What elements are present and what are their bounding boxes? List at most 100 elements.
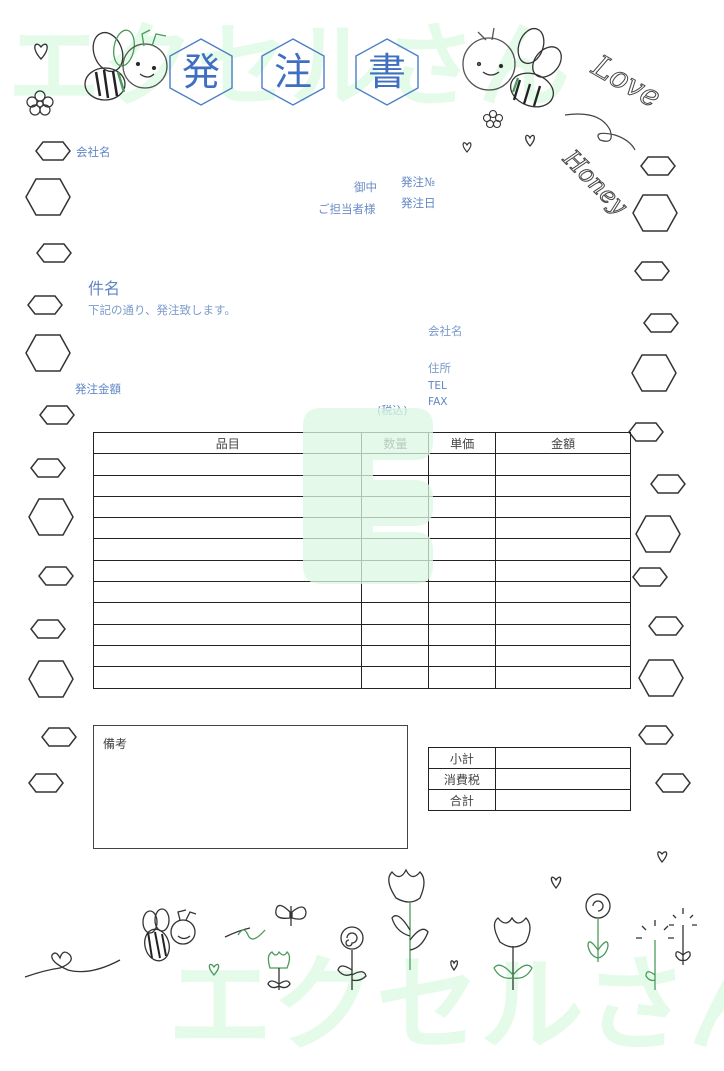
sender-fax-label[interactable]: FAX [428,396,448,408]
amount-cell[interactable] [495,474,631,497]
order-amount-label[interactable]: 発注金額 [75,382,121,396]
flower-icon [267,950,291,990]
amount-cell[interactable] [495,602,631,625]
tax-value[interactable] [494,768,632,790]
remarks-label: 備考 [103,737,128,751]
items-table: 品目 数量 単価 金額 [92,431,631,689]
contact-person-label[interactable]: ご担当者様 [318,202,376,216]
title-char: 注 [273,50,312,94]
dandelion-icon [636,908,697,990]
unit-price-cell[interactable] [428,517,497,540]
item-cell[interactable] [92,581,363,604]
subject-message: 下記の通り、発注致します。 [88,303,236,317]
amount-cell[interactable] [495,517,631,540]
recipient-company-label[interactable]: 会社名 [76,145,111,159]
quantity-cell[interactable] [361,644,430,668]
bee-icon [462,27,562,108]
unit-price-cell[interactable] [428,495,497,519]
unit-price-cell[interactable] [428,453,497,476]
title-char: 書 [367,50,406,94]
bee-icon [84,29,168,101]
flower-icon [585,893,611,962]
unit-price-cell[interactable] [428,538,497,561]
flower-icon [26,90,54,116]
table-row [92,623,631,646]
heart-icon [550,876,562,890]
quantity-cell[interactable] [361,666,430,689]
heart-icon [208,963,220,976]
heart-icon [657,851,668,864]
amount-cell[interactable] [495,538,631,561]
totals-row-subtotal: 小計 [428,747,632,769]
totals-table: 小計 消費税 合計 [428,747,632,811]
sender-tel-label[interactable]: TEL [428,380,447,392]
unit-price-cell[interactable] [428,474,497,497]
title-char-box: 発 [166,37,236,107]
total-label: 合計 [428,789,496,811]
table-row [92,559,631,583]
heart-icon [525,134,535,147]
table-row [92,666,631,689]
subtotal-label: 小計 [428,747,496,769]
butterfly-icon [275,904,307,926]
bee-icon [144,928,170,962]
title-char-box: 注 [258,37,328,107]
unit-price-cell[interactable] [428,602,497,625]
table-row [92,517,631,540]
honey-script-text: Honey [557,144,633,220]
amount-cell[interactable] [495,666,631,689]
flower-icon [482,109,504,129]
unit-price-cell[interactable] [428,623,497,646]
amount-cell[interactable] [495,644,631,668]
remarks-box[interactable]: 備考 [93,725,408,849]
heart-trail-icon [24,951,121,978]
quantity-cell[interactable] [361,623,430,646]
totals-row-total: 合計 [428,789,632,811]
table-row [92,602,631,625]
amount-cell[interactable] [495,453,631,476]
quantity-cell[interactable] [361,581,430,604]
flower-icon [493,916,533,990]
honorific-label: 御中 [354,180,377,194]
table-row [92,581,631,604]
item-cell[interactable] [92,623,363,646]
order-number-label[interactable]: 発注№ [401,175,435,189]
hexagon-icon [25,141,77,793]
sender-company-label[interactable]: 会社名 [428,324,463,338]
subtotal-value[interactable] [494,747,632,769]
decoration-layer: Love Honey [24,27,697,990]
amount-cell[interactable] [495,559,631,583]
subject-label[interactable]: 件名 [88,279,121,298]
header-amount: 金額 [495,431,631,455]
unit-price-cell[interactable] [428,666,497,689]
amount-cell[interactable] [495,495,631,519]
amount-cell[interactable] [495,581,631,604]
heart-icon [462,142,472,153]
tax-label: 消費税 [428,768,496,790]
heart-icon [34,43,48,60]
swirl-icon [564,113,636,151]
heart-icon [450,960,459,972]
unit-price-cell[interactable] [428,559,497,583]
flower-icon [337,926,367,990]
amount-cell[interactable] [495,623,631,646]
total-value[interactable] [494,789,632,811]
quantity-cell[interactable] [361,602,430,625]
item-cell[interactable] [92,644,363,668]
title-char: 発 [181,50,220,94]
totals-row-tax: 消費税 [428,768,632,790]
watermark-e-logo [303,408,433,584]
sender-address-label[interactable]: 住所 [428,361,451,375]
header-unit-price: 単価 [428,431,497,455]
order-date-label[interactable]: 発注日 [401,196,436,210]
item-cell[interactable] [92,602,363,625]
item-cell[interactable] [92,666,363,689]
bottom-garden [24,851,697,990]
hexagon-icon [628,156,691,793]
unit-price-cell[interactable] [428,644,497,668]
table-row [92,644,631,668]
love-script-text: Love [585,48,666,115]
flower-icon [388,868,429,970]
unit-price-cell[interactable] [428,581,497,604]
title-char-box: 書 [352,37,422,107]
